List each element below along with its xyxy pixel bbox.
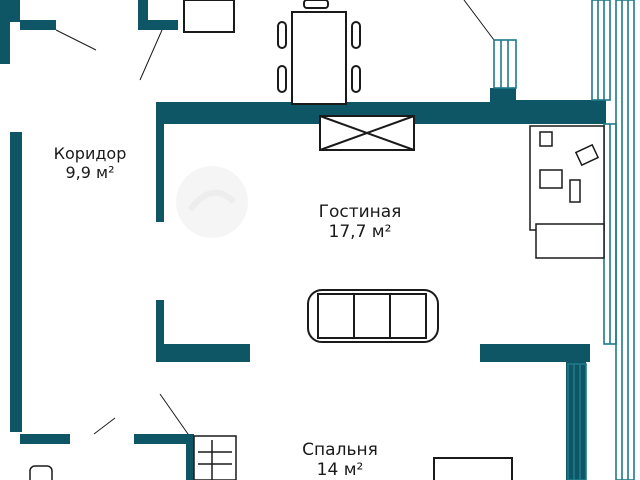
wall (20, 20, 56, 30)
chair (277, 65, 287, 93)
bed (433, 457, 513, 480)
room-area: 17,7 м² (328, 222, 392, 242)
room-label-living: Гостиная 17,7 м² (280, 202, 440, 242)
chair (303, 0, 329, 9)
cian-logo-icon (176, 166, 248, 238)
wall (156, 300, 164, 350)
door (159, 393, 189, 435)
wall (148, 20, 178, 30)
window (567, 363, 587, 480)
wall (156, 344, 250, 362)
door (55, 29, 97, 51)
chair (351, 21, 361, 49)
wall (186, 436, 194, 480)
room-area: 9,9 м² (65, 163, 115, 182)
wall (0, 0, 10, 64)
chair (277, 21, 287, 49)
wall (10, 0, 20, 22)
room-area: 14 м² (316, 460, 364, 480)
wall (480, 344, 590, 362)
desk (529, 125, 605, 259)
windows (493, 0, 635, 480)
window (615, 0, 635, 480)
window (493, 39, 517, 89)
wall (20, 434, 70, 444)
office-chair (574, 143, 600, 167)
wall (566, 344, 586, 480)
door (93, 417, 116, 435)
wall (138, 0, 148, 30)
toilet (29, 465, 53, 480)
door (463, 0, 495, 41)
shelf (193, 435, 237, 480)
sofa (307, 289, 439, 343)
wardrobe (183, 0, 235, 33)
room-name: Коридор (53, 144, 127, 163)
room-name: Гостиная (318, 202, 402, 222)
wall (10, 132, 22, 432)
doors (55, 0, 495, 435)
room-label-bedroom: Спальня 14 м² (260, 440, 420, 480)
wall (134, 434, 194, 444)
wall (490, 88, 516, 124)
room-name: Спальня (302, 440, 378, 460)
window (591, 0, 611, 101)
wall (516, 100, 606, 124)
dining-table (291, 11, 347, 105)
wall (156, 102, 164, 222)
room-label-corridor: Коридор 9,9 м² (30, 144, 150, 182)
walls (0, 0, 606, 480)
computer-icon (539, 169, 563, 189)
door (139, 29, 163, 81)
chair (351, 65, 361, 93)
